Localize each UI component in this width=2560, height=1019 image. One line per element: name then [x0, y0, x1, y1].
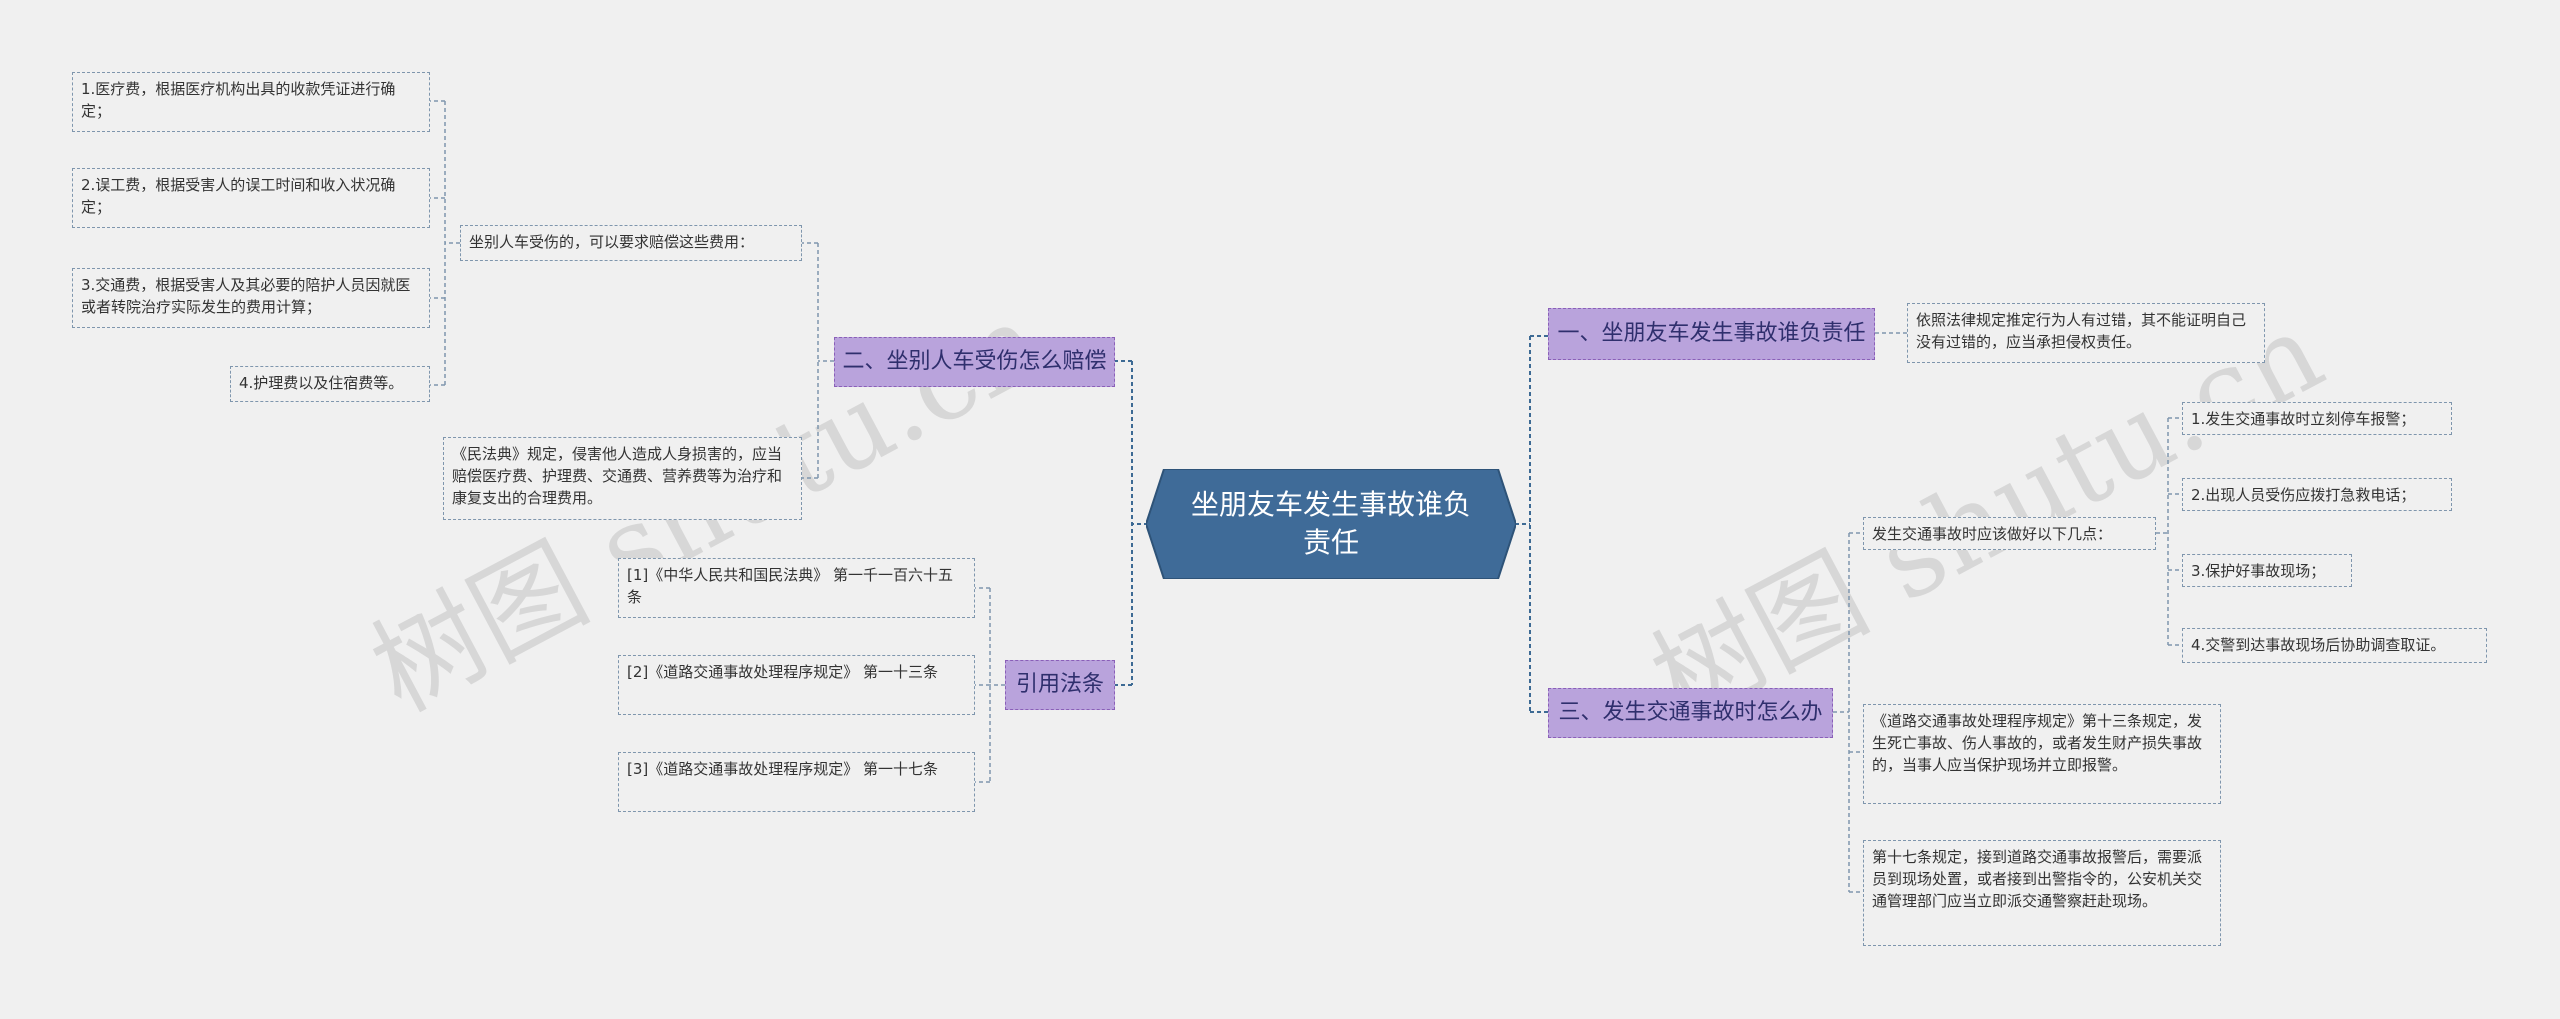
leaf-step-1[interactable]: 1.发生交通事故时立刻停车报警；: [2182, 402, 2452, 435]
leaf-text: 发生交通事故时应该做好以下几点：: [1872, 525, 2113, 543]
leaf-nursing-fee[interactable]: 4.护理费以及住宿费等。: [230, 366, 430, 402]
branch-compensation[interactable]: 二、坐别人车受伤怎么赔偿: [834, 337, 1115, 387]
root-node-shape: [1146, 469, 1516, 579]
leaf-ref-2[interactable]: [2]《道路交通事故处理程序规定》 第一十三条: [618, 655, 975, 715]
leaf-step-4[interactable]: 4.交警到达事故现场后协助调查取证。: [2182, 628, 2487, 663]
leaf-text: 4.护理费以及住宿费等。: [239, 374, 404, 392]
leaf-rule-13[interactable]: 《道路交通事故处理程序规定》第十三条规定，发生死亡事故、伤人事故的，或者发生财产…: [1863, 704, 2221, 804]
leaf-text: [3]《道路交通事故处理程序规定》 第一十七条: [627, 760, 939, 778]
branch-label: 一、坐朋友车发生事故谁负责任: [1557, 321, 1866, 347]
leaf-text: 1.医疗费，根据医疗机构出具的收款凭证进行确定；: [81, 80, 396, 120]
leaf-text: 《民法典》规定，侵害他人造成人身损害的，应当赔偿医疗费、护理费、交通费、营养费等…: [452, 445, 783, 507]
leaf-text: 2.出现人员受伤应拨打急救电话；: [2191, 486, 2416, 504]
leaf-text: [2]《道路交通事故处理程序规定》 第一十三条: [627, 663, 939, 681]
leaf-legal-liability[interactable]: 依照法律规定推定行为人有过错，其不能证明自己没有过错的，应当承担侵权责任。: [1907, 303, 2265, 363]
leaf-medical-fee[interactable]: 1.医疗费，根据医疗机构出具的收款凭证进行确定；: [72, 72, 430, 132]
leaf-text: 《道路交通事故处理程序规定》第十三条规定，发生死亡事故、伤人事故的，或者发生财产…: [1872, 712, 2203, 774]
branch-who-is-responsible[interactable]: 一、坐朋友车发生事故谁负责任: [1548, 308, 1875, 360]
leaf-text: 3.保护好事故现场；: [2191, 562, 2326, 580]
branch-cited-laws[interactable]: 引用法条: [1005, 660, 1115, 710]
branch-label: 三、发生交通事故时怎么办: [1558, 700, 1823, 726]
leaf-text: 1.发生交通事故时立刻停车报警；: [2191, 410, 2416, 428]
leaf-rule-17[interactable]: 第十七条规定，接到道路交通事故报警后，需要派员到现场处置，或者接到出警指令的，公…: [1863, 840, 2221, 946]
leaf-text: 坐别人车受伤的，可以要求赔偿这些费用：: [469, 233, 755, 251]
leaf-text: 4.交警到达事故现场后协助调查取证。: [2191, 636, 2446, 654]
leaf-compensation-intro[interactable]: 坐别人车受伤的，可以要求赔偿这些费用：: [460, 225, 802, 261]
leaf-ref-3[interactable]: [3]《道路交通事故处理程序规定》 第一十七条: [618, 752, 975, 812]
leaf-text: [1]《中华人民共和国民法典》 第一千一百六十五条: [627, 566, 954, 606]
root-title: 坐朋友车发生事故谁负责任: [1190, 488, 1471, 559]
leaf-text: 第十七条规定，接到道路交通事故报警后，需要派员到现场处置，或者接到出警指令的，公…: [1872, 848, 2203, 910]
leaf-text: 3.交通费，根据受害人及其必要的陪护人员因就医或者转院治疗实际发生的费用计算；: [81, 276, 411, 316]
branch-accident-what-to-do[interactable]: 三、发生交通事故时怎么办: [1548, 688, 1833, 738]
leaf-accident-intro[interactable]: 发生交通事故时应该做好以下几点：: [1863, 517, 2156, 550]
leaf-transport-fee[interactable]: 3.交通费，根据受害人及其必要的陪护人员因就医或者转院治疗实际发生的费用计算；: [72, 268, 430, 328]
root-node[interactable]: 坐朋友车发生事故谁负责任: [1146, 469, 1516, 579]
leaf-ref-1[interactable]: [1]《中华人民共和国民法典》 第一千一百六十五条: [618, 558, 975, 618]
branch-label: 二、坐别人车受伤怎么赔偿: [842, 349, 1107, 375]
leaf-step-2[interactable]: 2.出现人员受伤应拨打急救电话；: [2182, 478, 2452, 511]
branch-label: 引用法条: [1016, 672, 1105, 698]
leaf-civil-code[interactable]: 《民法典》规定，侵害他人造成人身损害的，应当赔偿医疗费、护理费、交通费、营养费等…: [443, 437, 802, 520]
leaf-lost-work-fee[interactable]: 2.误工费，根据受害人的误工时间和收入状况确定；: [72, 168, 430, 228]
leaf-text: 2.误工费，根据受害人的误工时间和收入状况确定；: [81, 176, 396, 216]
leaf-text: 依照法律规定推定行为人有过错，其不能证明自己没有过错的，应当承担侵权责任。: [1916, 311, 2247, 351]
leaf-step-3[interactable]: 3.保护好事故现场；: [2182, 554, 2352, 587]
